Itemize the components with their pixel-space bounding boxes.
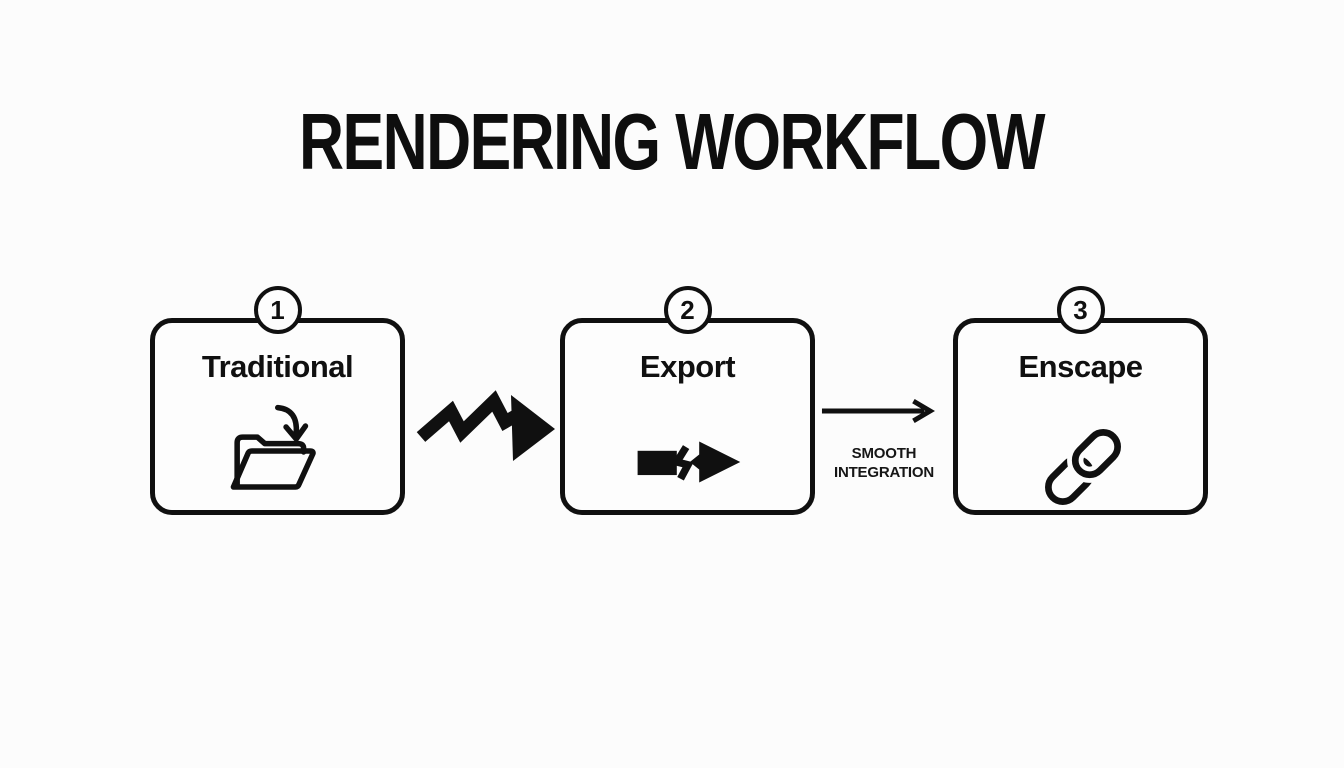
- step-box-enscape: 3 Enscape: [953, 286, 1208, 515]
- step-number-badge: 1: [253, 286, 302, 334]
- step-box-export: 2 Export: [560, 286, 815, 515]
- step-number: 3: [1073, 294, 1088, 325]
- step-number: 2: [680, 294, 695, 325]
- step-number-badge: 2: [663, 286, 712, 334]
- step-number: 1: [270, 294, 285, 325]
- page-title: RENDERING WORKFLOW: [0, 96, 1344, 188]
- jagged-arrow-icon: [416, 390, 555, 461]
- step-label: Traditional: [201, 349, 354, 384]
- chain-link-icon: [1045, 424, 1126, 505]
- page-title-text: RENDERING WORKFLOW: [299, 97, 1046, 186]
- straight-arrow-icon: [821, 399, 935, 423]
- step-number-badge: 3: [1056, 286, 1105, 334]
- step-label: Export: [639, 349, 736, 384]
- connector-label-line2: INTEGRATION: [833, 464, 935, 481]
- step-box-traditional: 1 Traditional: [150, 286, 405, 515]
- step-label: Enscape: [1018, 349, 1143, 384]
- connector-label: SMOOTH INTEGRATION: [814, 444, 954, 482]
- connector-label-line1: SMOOTH: [851, 445, 917, 462]
- broken-arrow-icon: [637, 441, 741, 483]
- folder-import-icon: [230, 404, 316, 490]
